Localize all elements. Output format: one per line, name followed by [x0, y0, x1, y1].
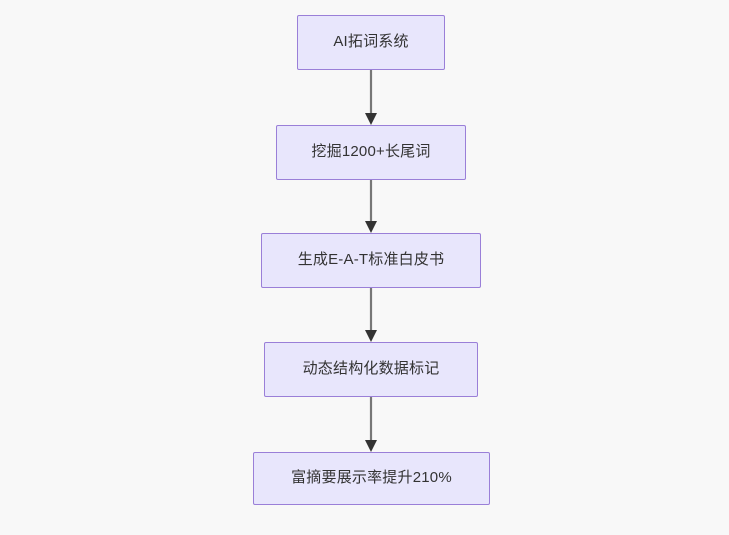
arrow-node1-to-node2: [356, 70, 386, 125]
flow-node-ai-keyword-system[interactable]: AI拓词系统: [297, 15, 445, 70]
flow-node-rich-snippet-impression-lift[interactable]: 富摘要展示率提升210%: [253, 452, 490, 505]
arrow-node4-to-node5: [356, 397, 386, 452]
flow-node-label: AI拓词系统: [333, 33, 409, 51]
flow-node-label: 富摘要展示率提升210%: [291, 469, 452, 487]
flow-node-dynamic-structured-data-markup[interactable]: 动态结构化数据标记: [264, 342, 478, 397]
arrow-node2-to-node3: [356, 180, 386, 233]
flow-node-label: 挖掘1200+长尾词: [311, 143, 431, 161]
flow-node-label: 动态结构化数据标记: [302, 360, 440, 378]
arrow-node3-to-node4: [356, 288, 386, 342]
flow-node-label: 生成E-A-T标准白皮书: [297, 251, 445, 269]
flow-node-mine-longtail-keywords[interactable]: 挖掘1200+长尾词: [276, 125, 466, 180]
flow-node-generate-eat-whitepaper[interactable]: 生成E-A-T标准白皮书: [261, 233, 481, 288]
